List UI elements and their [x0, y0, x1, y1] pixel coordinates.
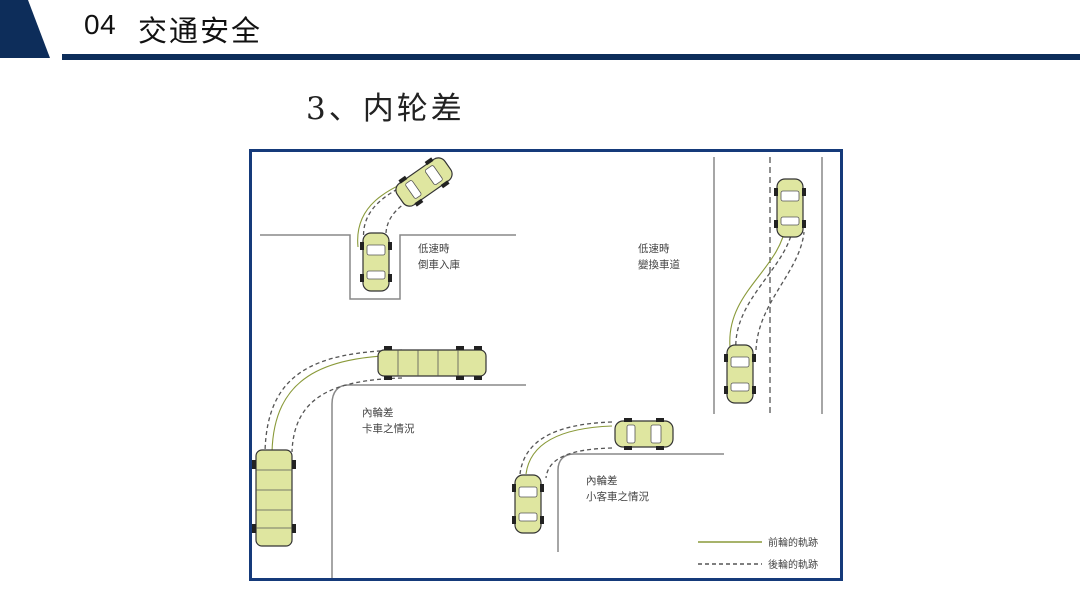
lane-change-label-line2: 變換車道	[638, 258, 680, 271]
section-number: 04	[84, 9, 117, 40]
truck-panel: 內輪差 卡車之情況	[252, 346, 526, 578]
header-rule	[62, 54, 1080, 60]
car-label-line2: 小客車之情況	[586, 490, 649, 503]
section-title: 交通安全	[138, 14, 263, 48]
small-car-icon	[511, 474, 545, 534]
lane-car-behind-icon	[723, 344, 757, 404]
parking-panel: 低速時 倒車入庫	[260, 152, 516, 300]
lane-car-ahead-icon	[773, 178, 807, 238]
diagram-legend: 前輪的軌跡 後輪的軌跡	[698, 536, 818, 571]
header-corner-shape	[0, 0, 50, 58]
parking-label-line2: 倒車入庫	[418, 258, 460, 271]
parked-car-icon	[359, 232, 393, 292]
lane-change-panel: 低速時 變換車道	[638, 157, 823, 414]
turning-car-icon-2	[614, 417, 674, 451]
truck-label-line2: 卡車之情況	[362, 422, 415, 435]
lane-change-label-line1: 低速時	[638, 242, 670, 255]
diagram-canvas: 低速時 倒車入庫 低速時 變換車道	[252, 152, 823, 578]
slide-subtitle: 3、内轮差	[306, 91, 465, 127]
truck-label-line1: 內輪差	[362, 406, 394, 419]
parking-label-line1: 低速時	[418, 242, 450, 255]
front-wheel-legend-label: 前輪的軌跡	[768, 536, 818, 549]
truck-horizontal-icon	[377, 346, 487, 380]
car-label-line1: 內輪差	[586, 474, 618, 487]
turning-car-icon	[390, 152, 458, 213]
truck-vertical-icon	[252, 449, 296, 547]
rear-wheel-legend-label: 後輪的軌跡	[768, 558, 818, 571]
car-panel: 內輪差 小客車之情況	[511, 417, 724, 552]
inner-wheel-difference-diagram: 低速時 倒車入庫 低速時 變換車道	[249, 149, 843, 581]
